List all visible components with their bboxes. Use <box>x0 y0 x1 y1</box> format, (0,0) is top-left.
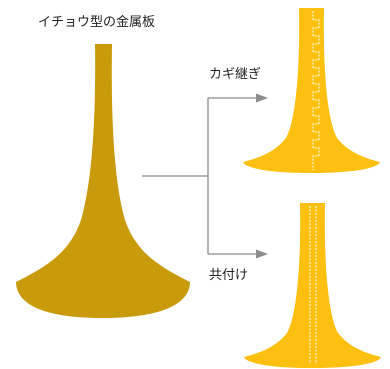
tomo-tsuke-label: 共付け <box>209 268 249 283</box>
kagi-tsugi-funnel <box>243 8 380 173</box>
arrowhead-top <box>256 93 268 103</box>
connector-arrows <box>142 97 258 255</box>
tomo-tsuke-funnel <box>244 203 381 368</box>
arrowhead-bottom <box>256 249 268 259</box>
kagi-tsugi-seam <box>312 11 320 170</box>
template-label: イチョウ型の金属板 <box>38 15 156 30</box>
template-sheet <box>16 44 190 318</box>
tomo-tsuke-seam <box>309 206 317 364</box>
kagi-tsugi-label: カギ継ぎ <box>209 67 262 82</box>
